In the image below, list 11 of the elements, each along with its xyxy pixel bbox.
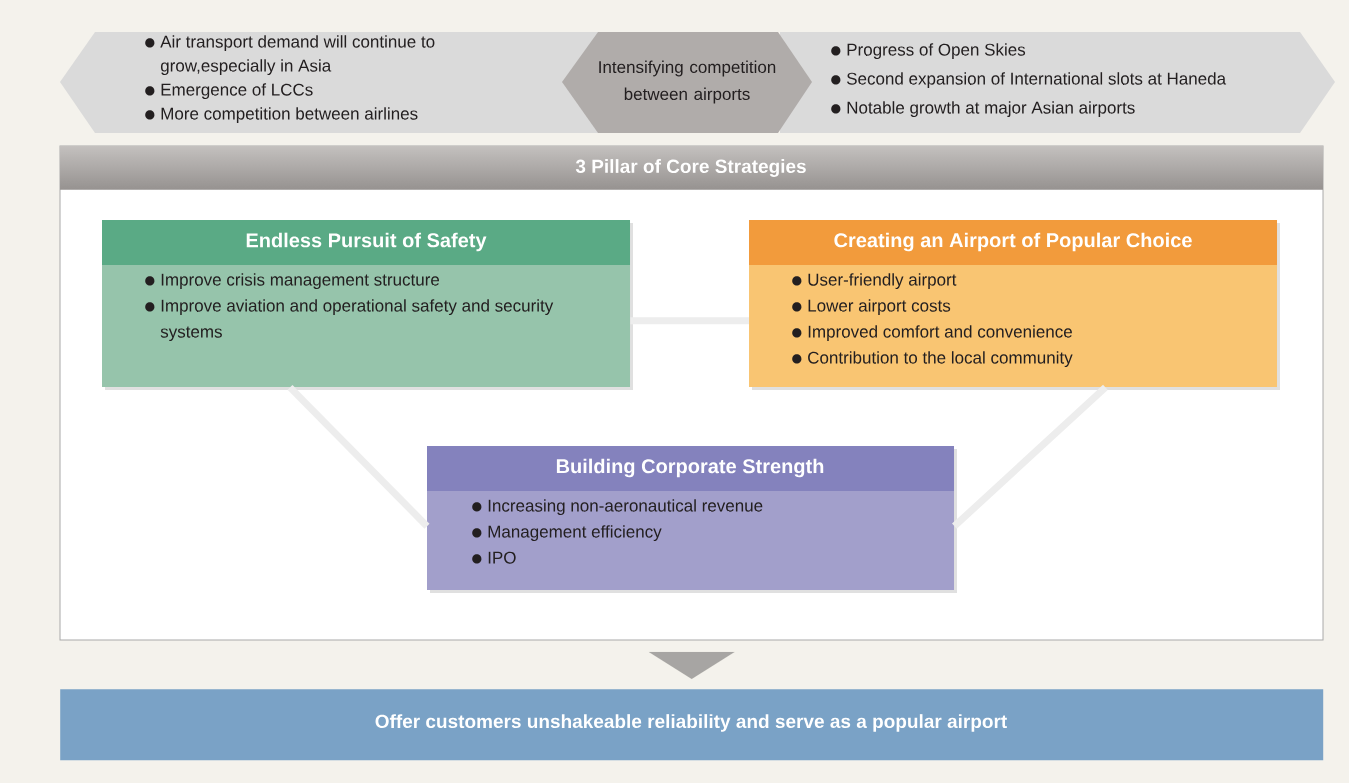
context-band: Air transport demand will continue to grow,especially in Asia Emergence of LCCs More competition between airlines — [60, 32, 600, 133]
safety-box: Endless Pursuit of Safety Improve crisis management structure Improve aviation and operational safety and security systems — [102, 220, 633, 390]
corporate-strength-box: Building Corporate Strength Increasing non-aeronautical revenue Management efficiency IPO — [427, 446, 957, 593]
goal-box: Offer customers unshakeable reliability and serve as a popular airport — [60, 689, 1324, 761]
context-band: Progress of Open Skies Second expansion of International slots at Haneda Notable growth at major Asian airports — [780, 32, 1335, 133]
connector — [952, 384, 1108, 529]
connector — [287, 384, 430, 529]
competition-hexagon: Intensifying competition between airports — [562, 32, 812, 133]
connector — [648, 651, 735, 679]
popular-choice-box: Creating an Airport of Popular Choice User-friendly airport Lower airport costs Improved comfort and convenience Contribution to the local community — [749, 220, 1280, 390]
connector — [630, 317, 749, 325]
